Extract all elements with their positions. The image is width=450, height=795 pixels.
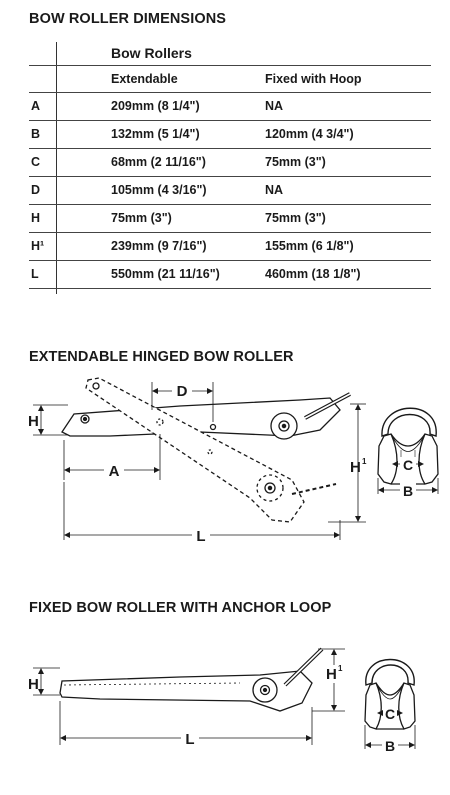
table-row: B 132mm (5 1/4") 120mm (4 3/4") — [29, 121, 431, 149]
cell-fixed: NA — [265, 99, 284, 113]
table-rule — [29, 148, 431, 149]
cell-extendable: 132mm (5 1/4") — [111, 127, 200, 141]
row-label: C — [31, 155, 41, 169]
table-rule — [29, 176, 431, 177]
dimension-label-h: H — [28, 676, 39, 693]
row-label: A — [31, 99, 41, 113]
row-label: L — [31, 267, 39, 281]
dimension-label-l: L — [185, 731, 194, 748]
dimension-label-h1: H — [326, 666, 337, 683]
table-rule — [29, 232, 431, 233]
table-row: H 75mm (3") 75mm (3") — [29, 205, 431, 233]
cell-fixed: NA — [265, 183, 284, 197]
table-row: L 550mm (21 11/16") 460mm (18 1/8") — [29, 261, 431, 289]
row-label: H¹ — [31, 239, 45, 253]
cell-extendable: 550mm (21 11/16") — [111, 267, 220, 281]
table-row: A 209mm (8 1/4") NA — [29, 93, 431, 121]
dimensions-heading: BOW ROLLER DIMENSIONS — [29, 11, 227, 27]
table-rule — [29, 260, 431, 261]
cell-fixed: 120mm (4 3/4") — [265, 127, 354, 141]
cell-extendable: 105mm (4 3/16") — [111, 183, 207, 197]
cell-fixed: 460mm (18 1/8") — [265, 267, 361, 281]
cell-extendable: 68mm (2 11/16") — [111, 155, 206, 169]
dimension-label-h1-superscript: 1 — [338, 664, 343, 673]
table-row: C 68mm (2 11/16") 75mm (3") — [29, 149, 431, 177]
dimension-label-a: A — [109, 463, 120, 480]
cell-extendable: 75mm (3") — [111, 211, 172, 225]
table-rule — [29, 92, 431, 93]
row-label: D — [31, 183, 41, 197]
dimension-label-c: C — [385, 706, 395, 722]
table-row: H¹ 239mm (9 7/16") 155mm (6 1/8") — [29, 233, 431, 261]
cell-fixed: 155mm (6 1/8") — [265, 239, 354, 253]
cell-extendable: 239mm (9 7/16") — [111, 239, 207, 253]
cell-extendable: 209mm (8 1/4") — [111, 99, 200, 113]
extendable-heading: EXTENDABLE HINGED BOW ROLLER — [29, 349, 294, 365]
dimension-label-h1-superscript: 1 — [362, 457, 367, 466]
fixed-roller-diagram: H L H 1 C B — [28, 647, 416, 754]
dimension-label-h: H — [28, 413, 39, 430]
dimension-label-d: D — [177, 383, 188, 400]
table-divider — [56, 42, 57, 294]
table-rule — [29, 65, 431, 66]
row-label: B — [31, 127, 41, 141]
column-header-fixed: Fixed with Hoop — [265, 72, 362, 86]
cell-fixed: 75mm (3") — [265, 211, 326, 225]
column-header-extendable: Extendable — [111, 72, 178, 86]
dimension-label-b: B — [385, 738, 395, 754]
table-rule — [29, 204, 431, 205]
dimension-label-l: L — [196, 528, 205, 545]
table-rule — [29, 288, 431, 289]
row-label: H — [31, 211, 41, 225]
table-group-label: Bow Rollers — [111, 45, 192, 61]
fixed-heading: FIXED BOW ROLLER WITH ANCHOR LOOP — [29, 600, 332, 616]
dimension-label-b: B — [403, 483, 413, 499]
table-row: D 105mm (4 3/16") NA — [29, 177, 431, 205]
table-rule — [29, 120, 431, 121]
cell-fixed: 75mm (3") — [265, 155, 326, 169]
dimension-label-h1: H — [350, 459, 361, 476]
extendable-roller-diagram: D H A L H 1 C B — [28, 377, 439, 545]
dimension-label-c: C — [403, 457, 413, 473]
